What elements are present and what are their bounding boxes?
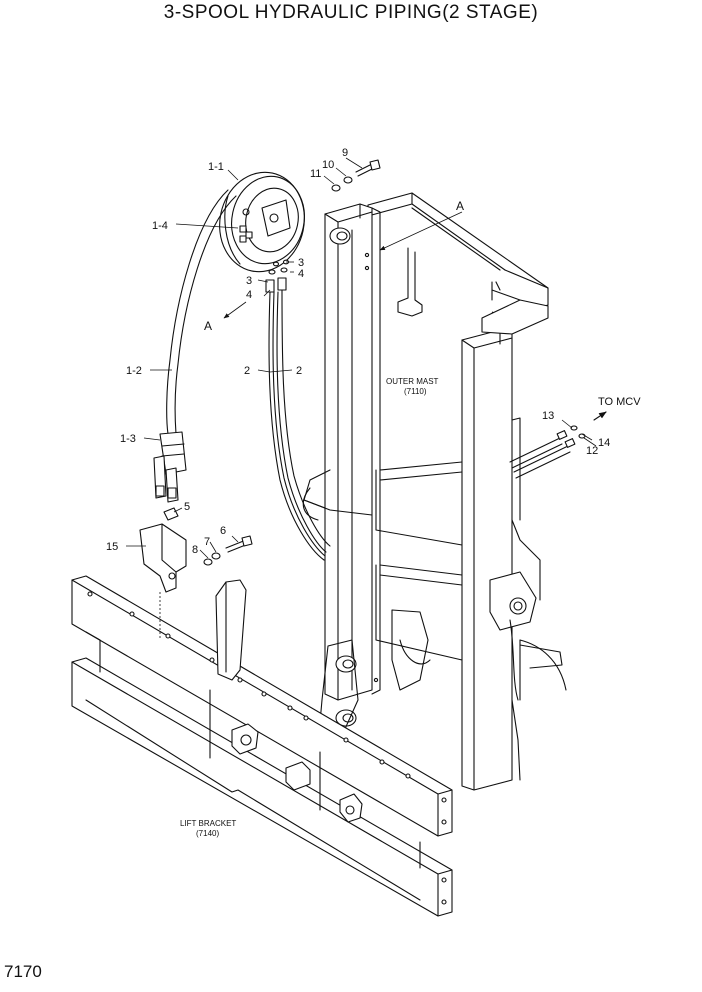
callout-3-left: 3 [246,275,252,287]
outer-mast-ref: (7110) [404,387,427,396]
page-number: 7170 [4,962,42,981]
to-mcv-label: TO MCV [598,396,641,408]
outer-mast-name: OUTER MAST [386,377,439,386]
callout-13: 13 [542,410,554,422]
callout-12: 12 [586,445,598,457]
callout-11: 11 [310,168,321,180]
outer-mast [302,192,567,791]
callout-2-left: 2 [244,365,250,377]
callout-14: 14 [598,437,610,449]
callout-1-1: 1-1 [208,161,224,173]
lift-bracket-name: LIFT BRACKET [180,819,236,828]
hose-reel-assembly [153,171,607,561]
hose-bracket-15 [139,523,187,593]
callout-1-2: 1-2 [126,365,142,377]
leader-lines [126,157,597,640]
lift-bracket-ref: (7140) [196,829,219,838]
callout-8: 8 [192,544,198,556]
callout-2-right: 2 [296,365,302,377]
fasteners [163,159,381,566]
callout-7: 7 [204,536,210,548]
lift-bracket [71,575,453,917]
callout-1-4: 1-4 [152,220,168,232]
callout-15: 15 [106,541,118,553]
callout-6: 6 [220,525,226,537]
callout-5: 5 [184,501,190,513]
callout-10: 10 [322,159,334,171]
callout-3-right: 3 [298,257,304,269]
diagram-title: 3-SPOOL HYDRAULIC PIPING(2 STAGE) [163,2,539,23]
callout-labels: 1-1 1-4 1-2 1-3 2 2 3 4 3 4 5 6 7 8 9 10… [106,147,641,838]
callout-4-left: 4 [246,289,252,301]
view-a-label-lower: A [204,319,212,333]
view-a-label-upper: A [456,199,464,213]
callout-4-right: 4 [298,268,304,280]
callout-1-3: 1-3 [120,433,136,445]
callout-9: 9 [342,147,348,159]
